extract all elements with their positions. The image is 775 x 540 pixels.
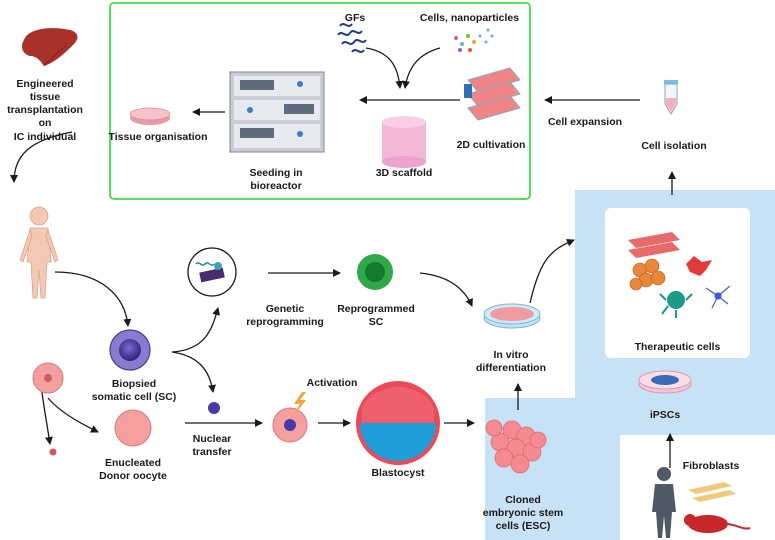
petri-dish-icon — [129, 107, 171, 125]
esc-cluster-icon — [485, 419, 547, 474]
ipsc-dish-icon — [638, 370, 692, 394]
activated-oocyte-icon — [272, 407, 308, 443]
label-in-vitro-differentiation: In vitro differentiation — [476, 349, 546, 375]
nucleus-icon — [208, 402, 220, 414]
label-gfs: GFs — [344, 12, 366, 24]
label-cloned-esc: Cloned embryonic stem cells (ESC) — [482, 494, 564, 533]
scaffold-icon — [382, 116, 426, 168]
reprogrammed-cell-icon — [357, 254, 393, 290]
blastocyst-icon — [356, 381, 440, 465]
label-activation: Activation — [306, 377, 358, 389]
label-ipscs: iPSCs — [649, 409, 681, 421]
label-2d-cultivation: 2D cultivation — [456, 139, 526, 151]
label-enucleated-donor-oocyte: Enucleated Donor oocyte — [99, 457, 167, 483]
therapeutic-cells-icons — [628, 232, 731, 318]
lightning-icon — [292, 392, 306, 418]
enucleated-oocyte-icon — [114, 409, 152, 447]
label-seeding-bioreactor: Seeding in bioreactor — [249, 167, 303, 193]
label-biopsied-somatic-cell: Biopsied somatic cell (SC) — [91, 378, 177, 404]
label-engineered-transplant: Engineered tissue transplantation on IC … — [7, 78, 83, 143]
label-cells-nanoparticles: Cells, nanoparticles — [419, 12, 520, 24]
label-cell-expansion: Cell expansion — [547, 116, 623, 128]
test-tube-icon — [664, 80, 678, 115]
extracted-nucleus-icon — [49, 448, 57, 456]
label-blastocyst: Blastocyst — [371, 467, 425, 479]
culture-dish-icon — [483, 303, 541, 329]
fibroblasts-icon — [688, 482, 736, 502]
label-nuclear-transfer: Nuclear transfer — [192, 433, 232, 459]
label-tissue-organisation: Tissue organisation — [108, 131, 208, 143]
label-cell-isolation: Cell isolation — [641, 140, 707, 152]
label-reprogrammed-sc: Reprogrammed SC — [337, 303, 415, 329]
therapeutic-cells-frame — [605, 208, 750, 358]
genetic-reprogramming-icon — [187, 247, 237, 297]
human-body-icon — [19, 206, 59, 299]
label-3d-scaffold: 3D scaffold — [375, 167, 433, 179]
label-fibroblasts: Fibroblasts — [682, 460, 740, 472]
label-therapeutic-cells: Therapeutic cells — [634, 341, 721, 353]
human-silhouette-icon — [652, 467, 676, 538]
cell-flask-icon — [464, 67, 521, 121]
liver-icon — [22, 28, 78, 67]
oocyte-icon — [32, 362, 64, 394]
label-genetic-reprogramming: Genetic reprogramming — [246, 303, 324, 329]
somatic-cell-icon — [109, 329, 151, 371]
bioreactor-icon — [229, 71, 325, 153]
nanoparticles-icon — [454, 28, 494, 52]
mouse-icon — [684, 514, 751, 533]
growth-factors-icon — [337, 23, 367, 53]
